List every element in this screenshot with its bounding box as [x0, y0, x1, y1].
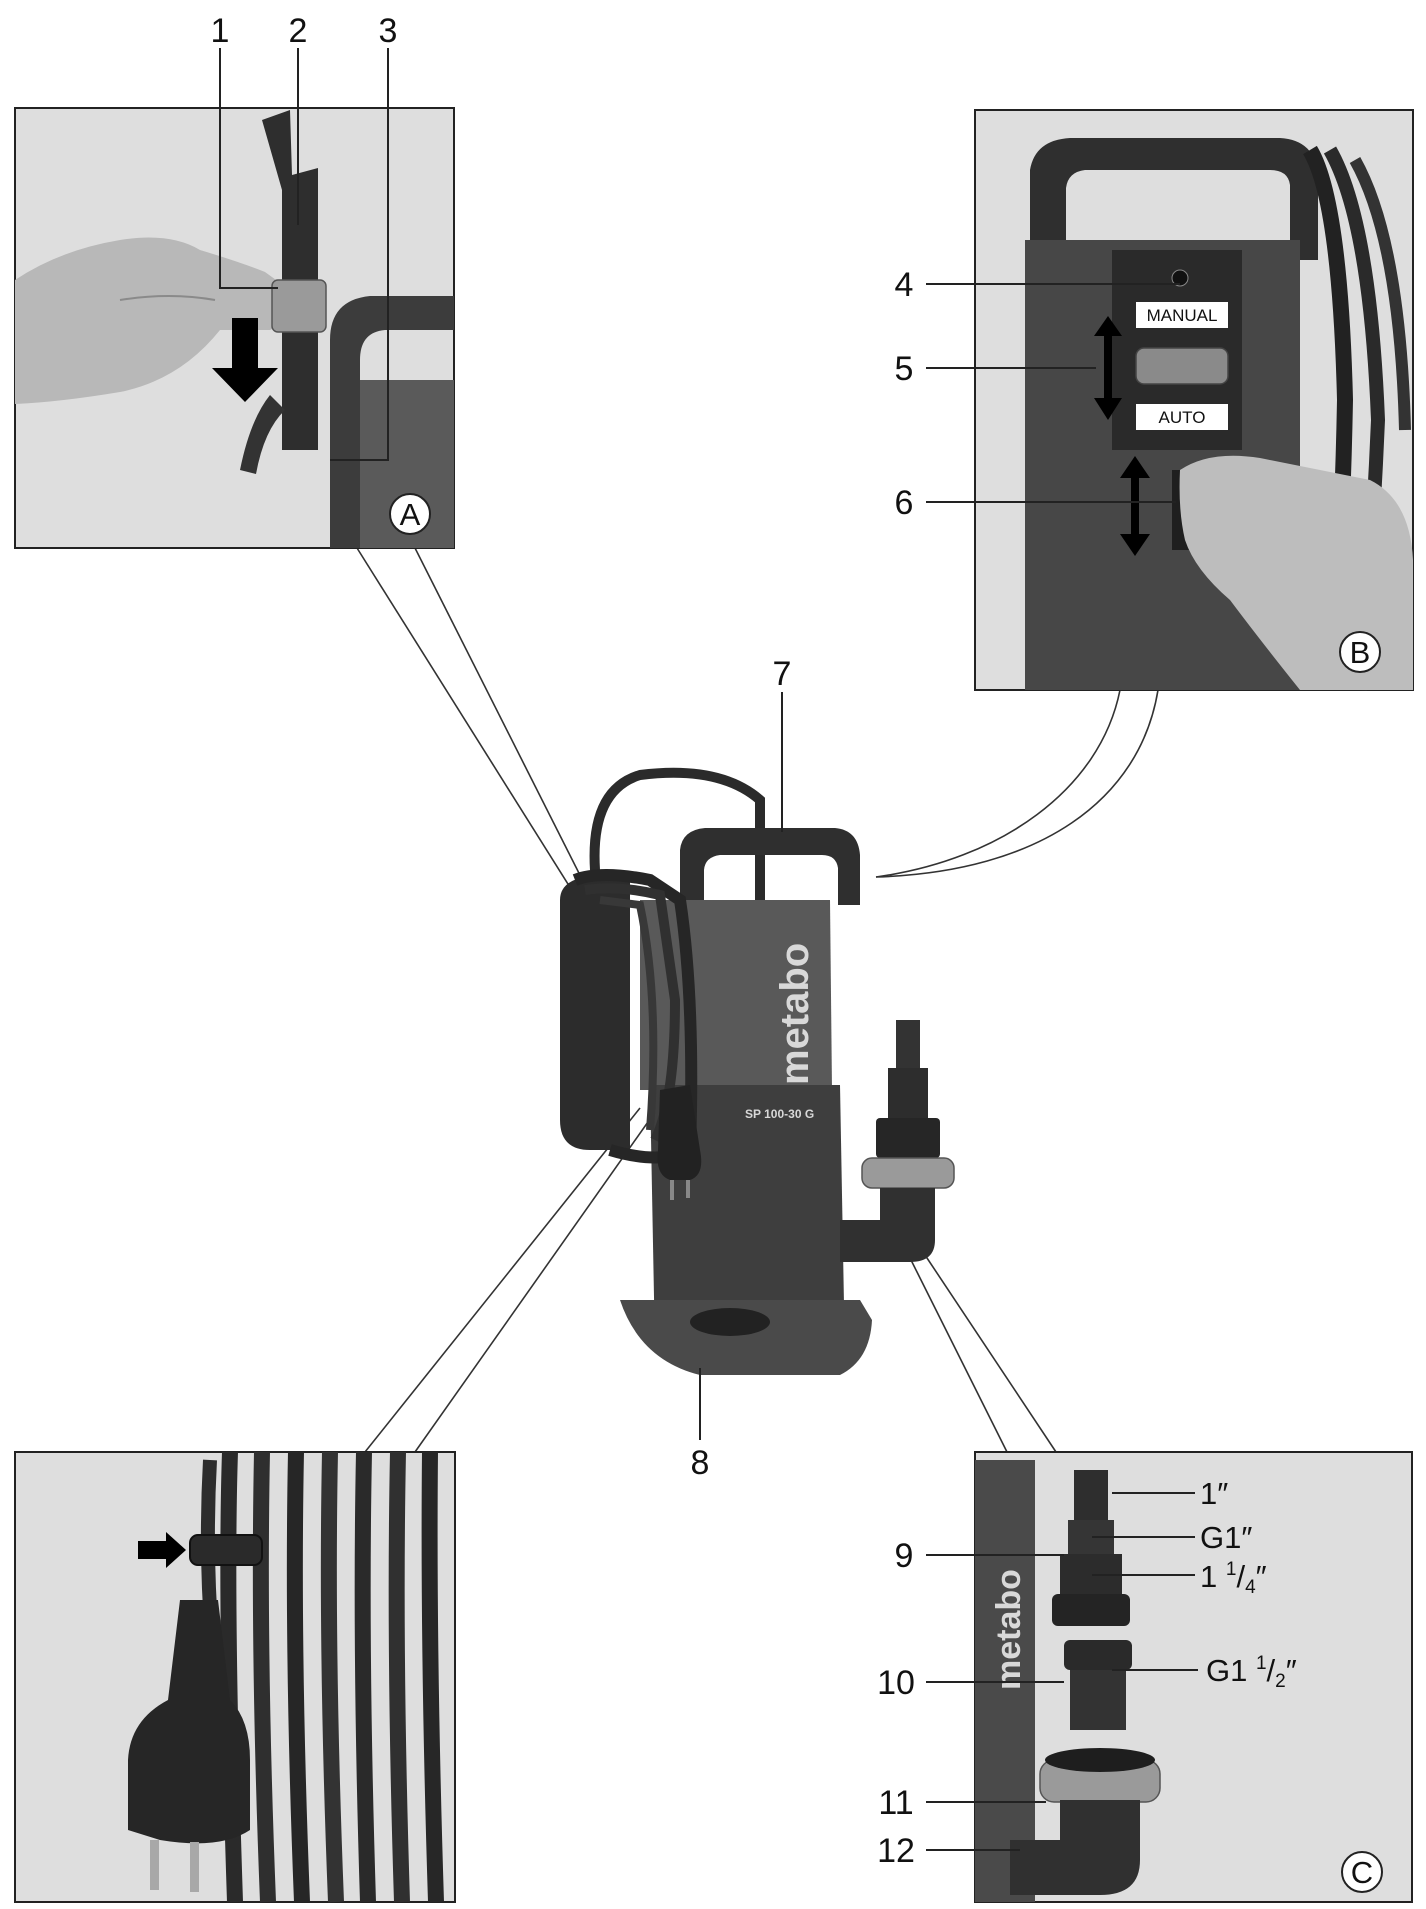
- panel-cable: [14, 1451, 456, 1903]
- elbow-main: [840, 1188, 935, 1262]
- union-nut: [1052, 1594, 1130, 1626]
- main-handle: [680, 828, 860, 905]
- double-arrow-icon-2: [1120, 456, 1150, 556]
- model-name: SP 100-30 G: [745, 1107, 814, 1121]
- callout-4: 4: [895, 266, 914, 304]
- main-pump: metabo SP 100-30 G: [560, 767, 955, 1375]
- bracket-hook: [240, 395, 285, 474]
- brand-name: metabo: [773, 943, 817, 1085]
- quick-coupler-main: [861, 1157, 955, 1189]
- double-arrow-icon: [1094, 316, 1122, 420]
- callout-10: 10: [877, 1664, 915, 1702]
- callout-numbers: 1 2 3 4 5 6 7 8 9 10 11 12: [211, 12, 915, 1870]
- indicator-hole: [1171, 269, 1189, 287]
- callout-3: 3: [379, 12, 398, 50]
- size-1-1-4: 1 1/4″: [1200, 1559, 1267, 1598]
- panel-a-badge: [389, 493, 431, 535]
- hand-shape-b: [1179, 455, 1413, 690]
- plug-pin-bl-2: [190, 1842, 199, 1892]
- plug-pin-bl: [150, 1840, 159, 1890]
- coupling-main: [876, 1118, 940, 1158]
- size-g1-1-2: G1 1/2″: [1206, 1653, 1297, 1692]
- connector-piece: [1064, 1640, 1132, 1670]
- hand-shape: [15, 237, 291, 404]
- cable-clip: [189, 1534, 263, 1566]
- size-1in: 1″: [1200, 1476, 1228, 1511]
- brand-name-c: metabo: [990, 1569, 1028, 1690]
- arrow-down-icon: [212, 318, 278, 402]
- auto-label-box: [1136, 404, 1228, 430]
- hand-detail: [119, 295, 216, 301]
- mode-switch: [1135, 347, 1229, 385]
- callout-6: 6: [895, 484, 914, 522]
- manual-label-box: [1136, 302, 1228, 328]
- hose-nozzle-1in: [1074, 1470, 1108, 1520]
- panel-connectors: [356, 547, 1159, 1453]
- water-intake: [690, 1308, 770, 1336]
- power-plug: [657, 1085, 702, 1180]
- cable-holder-main: [560, 876, 630, 1150]
- coupler-opening: [1045, 1748, 1155, 1772]
- auto-label: AUTO: [1159, 408, 1206, 427]
- pump-base: [620, 1300, 872, 1375]
- connector-thread: [1070, 1670, 1126, 1730]
- callout-2: 2: [289, 12, 308, 50]
- thread-size-labels: 1″ G1″ 1 1/4″ G1 1/2″: [1200, 1476, 1297, 1692]
- panel-b-badge: [1339, 631, 1381, 673]
- cable-plug: [128, 1600, 250, 1844]
- panel-c-letter: C: [1351, 1855, 1373, 1890]
- arrow-right-icon: [138, 1532, 186, 1568]
- callout-7: 7: [773, 655, 792, 693]
- hose-nozzle-main: [896, 1020, 920, 1068]
- callout-1: 1: [211, 12, 230, 50]
- adapter-main: [888, 1068, 928, 1118]
- callout-12: 12: [877, 1832, 915, 1870]
- panel-b-letter: B: [1350, 635, 1371, 670]
- panel-a: A: [14, 107, 455, 549]
- elbow-c: [1010, 1800, 1140, 1895]
- size-g1: G1″: [1200, 1520, 1252, 1555]
- locking-clip: [271, 279, 327, 333]
- pump-handle-shape: [330, 296, 454, 548]
- callout-11: 11: [878, 1784, 913, 1822]
- callout-8: 8: [691, 1444, 710, 1482]
- panel-c-frame: [974, 1451, 1413, 1903]
- callout-5: 5: [895, 350, 914, 388]
- panel-a-letter: A: [400, 497, 421, 532]
- panel-c-badge: [1341, 1851, 1383, 1893]
- callout-9: 9: [895, 1537, 914, 1575]
- cable-loop-top: [589, 767, 765, 900]
- panel-b: MANUAL AUTO B: [974, 109, 1414, 691]
- leader-lines: [219, 48, 1198, 1851]
- manual-label: MANUAL: [1147, 306, 1218, 325]
- pump-top-handle: [1030, 138, 1318, 260]
- panel-c: metabo C: [974, 1451, 1413, 1903]
